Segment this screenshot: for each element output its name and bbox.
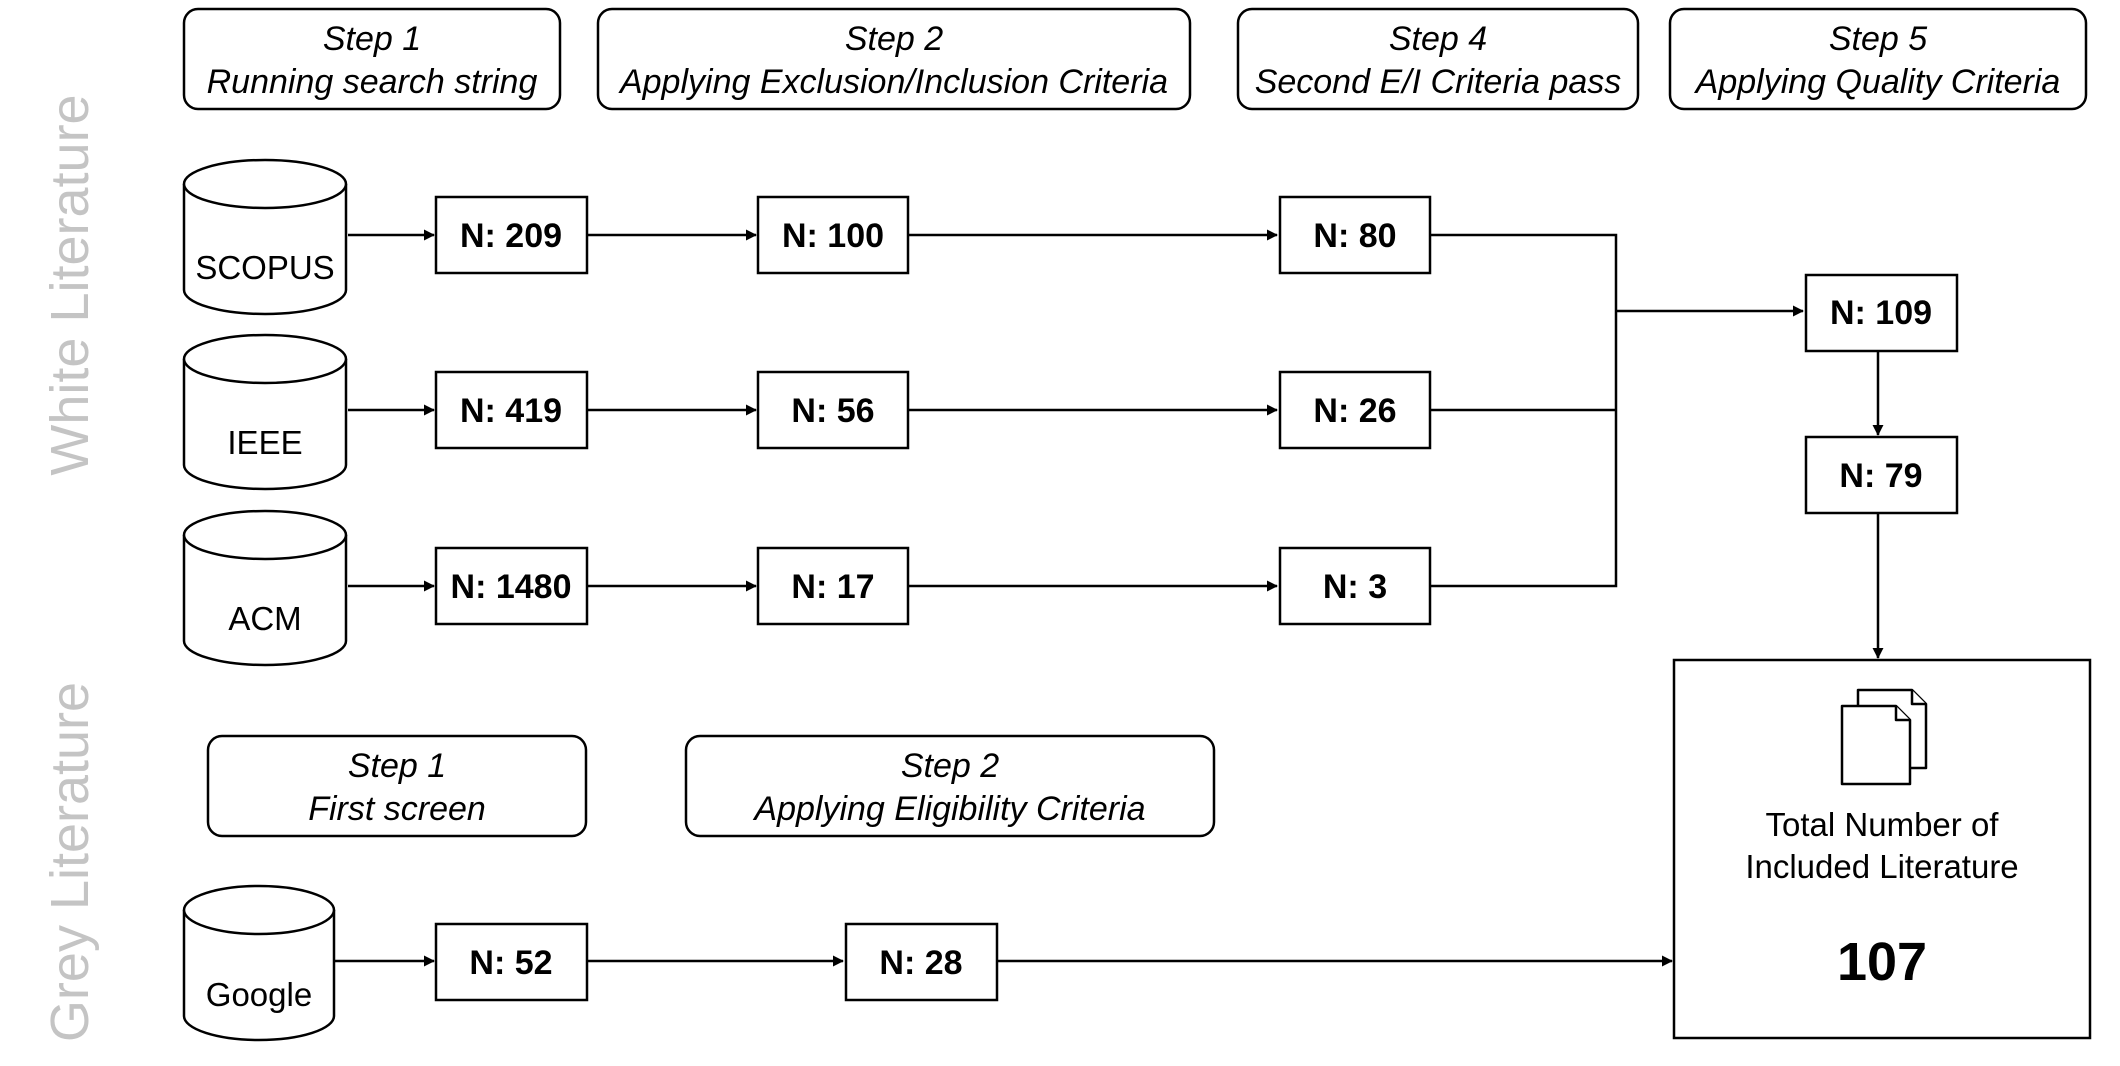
step-header-white-2: Step 2 Applying Exclusion/Inclusion Crit… [596, 7, 1192, 111]
step-header-white-4: Step 4 Second E/I Criteria pass [1236, 7, 1640, 111]
step-header-title: Step 2 [901, 747, 999, 785]
count-label: N: 109 [1830, 294, 1932, 332]
count-box-combined: N: 109 [1804, 273, 1959, 353]
database-icon [182, 884, 336, 1042]
step-header-title: Step 1 [323, 20, 421, 58]
step-header-title: Step 2 [845, 20, 943, 58]
count-box-acm-step2: N: 17 [756, 546, 910, 626]
database-icon [182, 158, 348, 316]
count-box-scopus-step1: N: 209 [434, 195, 589, 275]
database-label: IEEE [227, 424, 302, 461]
section-label-white-literature: White Literature [40, 94, 100, 475]
count-box-after-quality: N: 79 [1804, 435, 1959, 515]
total-value: 107 [1837, 932, 1927, 992]
count-label: N: 26 [1313, 392, 1396, 430]
connectors [335, 229, 1884, 967]
count-box-google-step2: N: 28 [844, 922, 999, 1002]
database-label: ACM [228, 600, 301, 637]
count-box-ieee-step2: N: 56 [756, 370, 910, 450]
database-icon [182, 509, 348, 667]
count-label: N: 79 [1839, 457, 1922, 495]
total-label-line2: Included Literature [1745, 848, 2018, 885]
step-header-title: Step 5 [1829, 20, 1927, 58]
database-acm: ACM [182, 509, 348, 667]
database-icon [182, 333, 348, 491]
count-label: N: 419 [460, 392, 562, 430]
step-header-subtitle: Applying Eligibility Criteria [752, 790, 1145, 828]
count-box-scopus-step2: N: 100 [756, 195, 910, 275]
step-header-title: Step 1 [348, 747, 446, 785]
step-header-white-1: Step 1 Running search string [182, 7, 562, 111]
count-box-google-step1: N: 52 [434, 922, 589, 1002]
documents-icon [1840, 688, 1928, 786]
step-header-white-5: Step 5 Applying Quality Criteria [1668, 7, 2088, 111]
step-header-subtitle: Second E/I Criteria pass [1255, 63, 1622, 101]
database-ieee: IEEE [182, 333, 348, 491]
step-header-grey-2: Step 2 Applying Eligibility Criteria [684, 734, 1216, 838]
step-header-grey-1: Step 1 First screen [206, 734, 588, 838]
count-label: N: 209 [460, 217, 562, 255]
step-header-subtitle: Running search string [207, 63, 538, 101]
total-label-line1: Total Number of [1766, 806, 2000, 843]
step-header-subtitle: First screen [308, 790, 486, 828]
count-label: N: 80 [1313, 217, 1396, 255]
count-label: N: 100 [782, 217, 884, 255]
database-label: SCOPUS [195, 249, 334, 286]
database-scopus: SCOPUS [182, 158, 348, 316]
count-label: N: 56 [791, 392, 874, 430]
count-label: N: 17 [791, 568, 874, 606]
database-google: Google [182, 884, 336, 1042]
total-box [1672, 658, 2092, 1040]
count-label: N: 28 [879, 944, 962, 982]
database-label: Google [206, 976, 312, 1013]
count-box-acm-step1: N: 1480 [434, 546, 589, 626]
step-header-subtitle: Applying Exclusion/Inclusion Criteria [618, 63, 1168, 101]
count-label: N: 1480 [451, 568, 572, 606]
count-box-acm-step4: N: 3 [1278, 546, 1432, 626]
count-label: N: 3 [1323, 568, 1387, 606]
count-label: N: 52 [469, 944, 552, 982]
count-box-scopus-step4: N: 80 [1278, 195, 1432, 275]
step-header-subtitle: Applying Quality Criteria [1694, 63, 2061, 101]
section-label-grey-literature: Grey Literature [40, 682, 100, 1042]
step-header-title: Step 4 [1389, 20, 1487, 58]
count-box-ieee-step4: N: 26 [1278, 370, 1432, 450]
count-box-ieee-step1: N: 419 [434, 370, 589, 450]
